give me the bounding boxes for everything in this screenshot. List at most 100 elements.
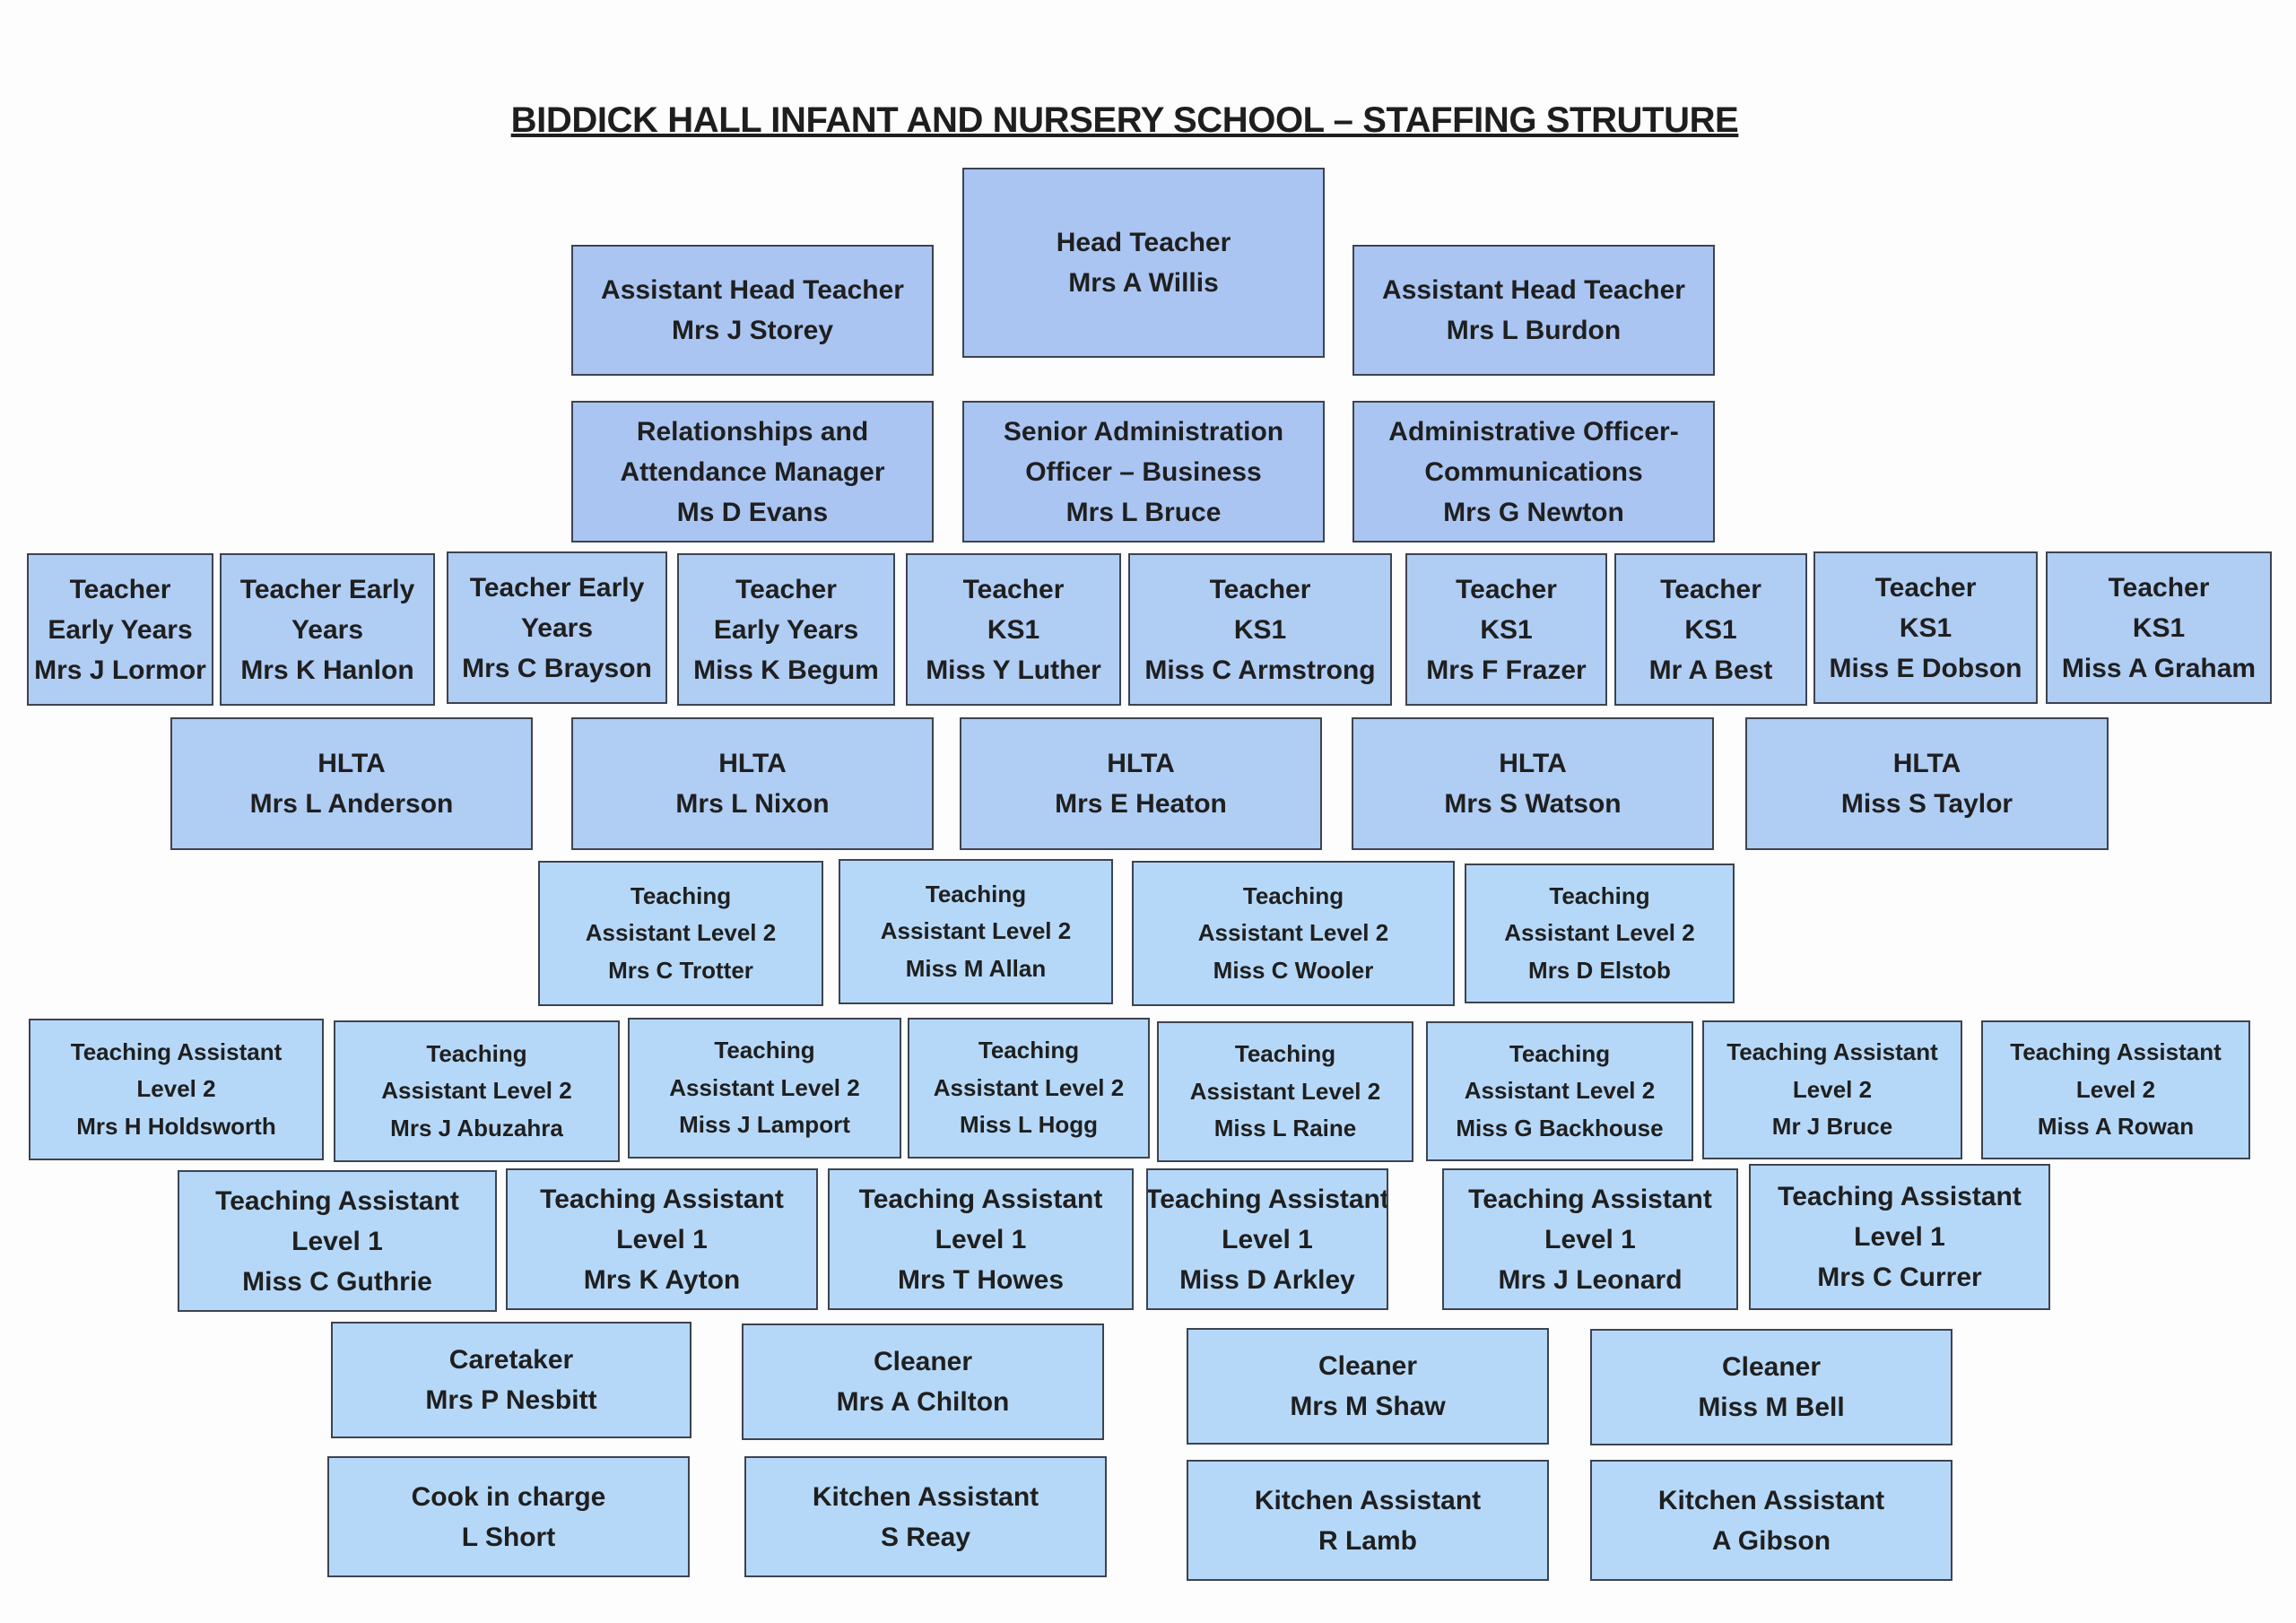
role-label: Level 1: [291, 1226, 383, 1256]
role-label: KS1: [1480, 614, 1533, 645]
role-label: Assistant Level 2: [1504, 919, 1695, 947]
role-label: Assistant Level 2: [933, 1073, 1125, 1101]
staff-name: Miss C Guthrie: [242, 1266, 432, 1297]
role-label: Teacher: [735, 574, 837, 604]
role-label: Level 1: [935, 1224, 1027, 1254]
staff-name: Mrs L Anderson: [249, 789, 454, 819]
role-label: Teaching Assistant: [1468, 1184, 1712, 1214]
kitchen-staff-box: Kitchen Assistant S Reay: [744, 1456, 1107, 1577]
role-label: Communications: [1424, 456, 1643, 487]
role-label: Teaching: [1509, 1039, 1611, 1067]
role-label: KS1: [1684, 614, 1737, 645]
role-label: Level 1: [1854, 1222, 1945, 1252]
role-label: Assistant Level 2: [880, 917, 1072, 945]
role-label: Teaching Assistant: [1726, 1038, 1938, 1066]
staff-name: Miss E Dobson: [1829, 653, 2022, 683]
staff-name: Mrs G Newton: [1443, 497, 1624, 527]
staff-name: Mrs P Nesbitt: [425, 1385, 597, 1415]
role-label: Level 1: [616, 1224, 708, 1254]
role-label: HLTA: [1107, 749, 1175, 778]
staff-name: Miss Y Luther: [926, 655, 1101, 685]
chart-title: BIDDICK HALL INFANT AND NURSERY SCHOOL –…: [510, 100, 1739, 140]
staff-name: Miss S Taylor: [1840, 789, 2013, 819]
role-label: Kitchen Assistant: [812, 1481, 1039, 1512]
role-label: Teaching: [978, 1037, 1080, 1064]
staff-name: Mr A Best: [1648, 655, 1773, 685]
role-label: Assistant Level 2: [1189, 1077, 1381, 1105]
role-label: Teaching: [426, 1039, 527, 1067]
staff-name: Mrs L Bruce: [1065, 497, 1222, 527]
role-label: Early Years: [713, 614, 859, 645]
role-label: Teacher: [69, 574, 171, 604]
staff-name: Mrs T Howes: [897, 1264, 1065, 1295]
staff-name: Miss M Allan: [905, 954, 1047, 982]
role-label: Level 2: [136, 1075, 216, 1103]
staff-name: Mrs C Trotter: [608, 956, 753, 984]
staff-name: Mrs F Frazer: [1426, 655, 1587, 685]
role-label: Teaching: [925, 880, 1027, 907]
role-label: Teaching Assistant: [215, 1185, 459, 1216]
role-label: HLTA: [1892, 749, 1961, 778]
staff-name: Mrs C Brayson: [462, 653, 652, 683]
role-label: Teacher: [962, 574, 1065, 604]
role-label: Teacher: [1874, 572, 1977, 603]
staff-name: R Lamb: [1318, 1525, 1417, 1556]
staff-name: Mrs J Leonard: [1498, 1264, 1683, 1295]
role-label: KS1: [2132, 612, 2186, 643]
role-label: KS1: [1899, 612, 1952, 643]
role-label: HLTA: [1499, 749, 1567, 778]
staff-name: Miss K Begum: [693, 655, 879, 685]
staff-name: S Reay: [880, 1522, 971, 1552]
role-label: KS1: [1233, 614, 1287, 645]
kitchen-staff-box: Cook in charge L Short: [327, 1456, 690, 1577]
role-label: Teaching Assistant: [70, 1037, 283, 1065]
staff-name: Miss A Rowan: [2037, 1113, 2195, 1141]
staff-name: Mrs A Chilton: [836, 1387, 1010, 1417]
staff-name: L Short: [461, 1522, 556, 1552]
staff-name: Miss J Lamport: [679, 1111, 850, 1139]
staff-name: Miss M Bell: [1698, 1393, 1845, 1422]
staff-name: Mrs L Nixon: [675, 789, 830, 819]
role-label: Level 2: [2075, 1075, 2156, 1103]
staff-name: Mr J Bruce: [1771, 1113, 1893, 1141]
role-label: Teaching Assistant: [540, 1184, 784, 1214]
staff-name: Miss C Wooler: [1213, 956, 1374, 984]
role-label: Cleaner: [1318, 1351, 1418, 1381]
staff-name: Mrs L Burdon: [1446, 316, 1622, 345]
role-label: Teacher: [1456, 574, 1557, 604]
role-label: Cleaner: [873, 1347, 973, 1376]
staff-name: Miss G Backhouse: [1456, 1114, 1664, 1141]
staff-name: Miss C Armstrong: [1144, 655, 1376, 685]
role-label: Cook in charge: [411, 1481, 606, 1512]
role-label: Officer – Business: [1025, 456, 1262, 487]
role-label: Teacher: [2108, 572, 2210, 603]
role-label: Level 1: [1222, 1224, 1313, 1254]
role-label: Assistant Level 2: [669, 1073, 860, 1101]
role-label: KS1: [987, 614, 1040, 645]
role-label: Level 1: [1544, 1224, 1636, 1254]
staff-name: Mrs C Currer: [1817, 1263, 1982, 1292]
